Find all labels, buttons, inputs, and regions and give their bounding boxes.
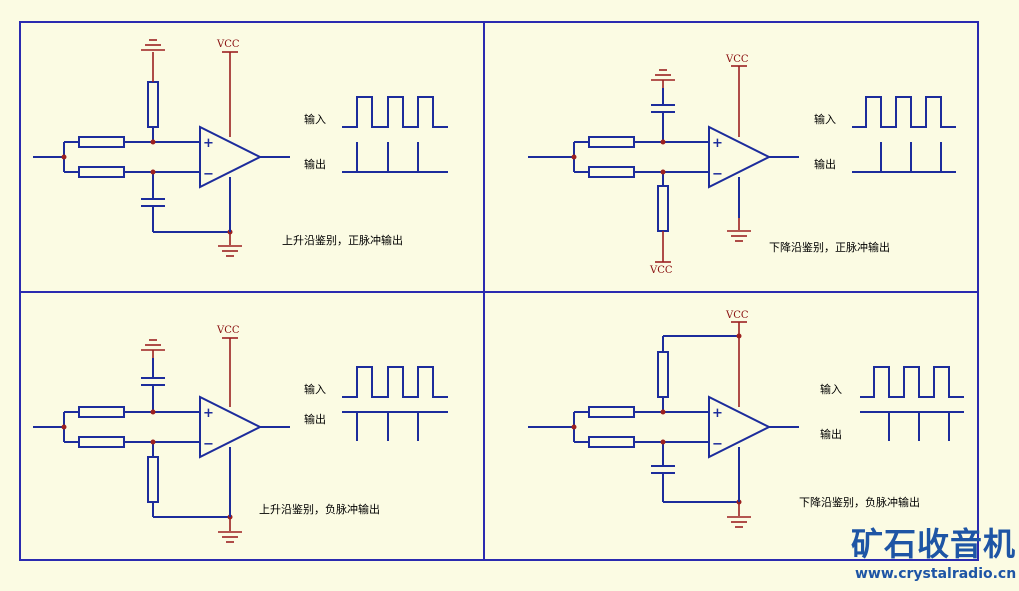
opamp-pin-label: +: [203, 136, 214, 151]
ground-icon: [651, 69, 675, 81]
output-label: 输出: [304, 412, 326, 426]
panel-caption: 下降沿鉴别，正脉冲输出: [769, 240, 890, 254]
ground-icon: [218, 245, 242, 257]
resistor-r2: [78, 166, 125, 178]
panel-falling-positive: VCC + − VCC 输入 输出 下降沿鉴别，正脉冲输出: [528, 54, 956, 276]
opamp-pin-label: +: [203, 406, 214, 421]
opamp-pin-label: −: [203, 167, 214, 182]
vcc-label: VCC: [216, 325, 240, 336]
resistor-r1: [78, 406, 125, 418]
resistor-r2: [588, 166, 635, 178]
watermark-logo: 矿石收音机 www.crystalradio.cn: [851, 525, 1016, 582]
opamp-pin-label: +: [712, 136, 723, 151]
vcc-label: VCC: [725, 54, 749, 65]
vcc-label: VCC: [216, 39, 240, 50]
ground-icon: [727, 230, 751, 242]
vcc-label: VCC: [649, 265, 673, 276]
input-waveform: [342, 366, 448, 398]
opamp-icon: [708, 125, 772, 189]
input-label: 输入: [820, 382, 842, 396]
opamp-pin-label: +: [712, 406, 723, 421]
panel-caption: 上升沿鉴别，负脉冲输出: [259, 502, 380, 516]
ground-icon: [141, 339, 165, 351]
opamp-icon: [199, 125, 263, 189]
input-label: 输入: [304, 382, 326, 396]
output-waveform: [342, 142, 448, 173]
panel-grid: [19, 21, 979, 561]
ground-icon: [727, 516, 751, 528]
opamp-pin-label: −: [203, 437, 214, 452]
panel-caption: 下降沿鉴别，负脉冲输出: [799, 495, 920, 509]
opamp-icon: [708, 395, 772, 459]
resistor-r3: [657, 351, 669, 398]
panel-rising-negative: + − VCC 输入 输出 上升沿鉴别，负脉冲输出: [33, 325, 448, 543]
ground-icon: [141, 39, 165, 51]
output-label: 输出: [304, 157, 326, 171]
input-waveform: [342, 96, 448, 128]
output-waveform: [342, 411, 448, 441]
input-label: 输入: [304, 112, 326, 126]
resistor-r1: [588, 136, 635, 148]
resistor-r2: [78, 436, 125, 448]
panel-caption: 上升沿鉴别，正脉冲输出: [282, 233, 403, 247]
panel-rising-positive: + − VCC 输入 输出 上升沿鉴别，正脉冲输出: [33, 39, 448, 257]
input-waveform: [860, 366, 964, 398]
output-label: 输出: [820, 427, 842, 441]
opamp-icon: [199, 395, 263, 459]
resistor-r2: [588, 436, 635, 448]
ground-icon: [218, 531, 242, 543]
resistor-r1: [78, 136, 125, 148]
panel-falling-negative: + − VCC 输入 输出 下降沿鉴别，负脉冲输出: [528, 310, 964, 528]
resistor-r1: [588, 406, 635, 418]
output-waveform: [852, 142, 956, 173]
opamp-pin-label: −: [712, 167, 723, 182]
resistor-r3: [657, 185, 669, 232]
vcc-label: VCC: [725, 310, 749, 321]
input-waveform: [852, 96, 956, 128]
resistor-r3: [147, 81, 159, 128]
output-label: 输出: [814, 157, 836, 171]
watermark-url: www.crystalradio.cn: [855, 566, 1016, 582]
watermark-name: 矿石收音机: [851, 525, 1016, 563]
output-waveform: [860, 411, 964, 441]
opamp-pin-label: −: [712, 437, 723, 452]
resistor-r3: [147, 456, 159, 503]
input-label: 输入: [814, 112, 836, 126]
